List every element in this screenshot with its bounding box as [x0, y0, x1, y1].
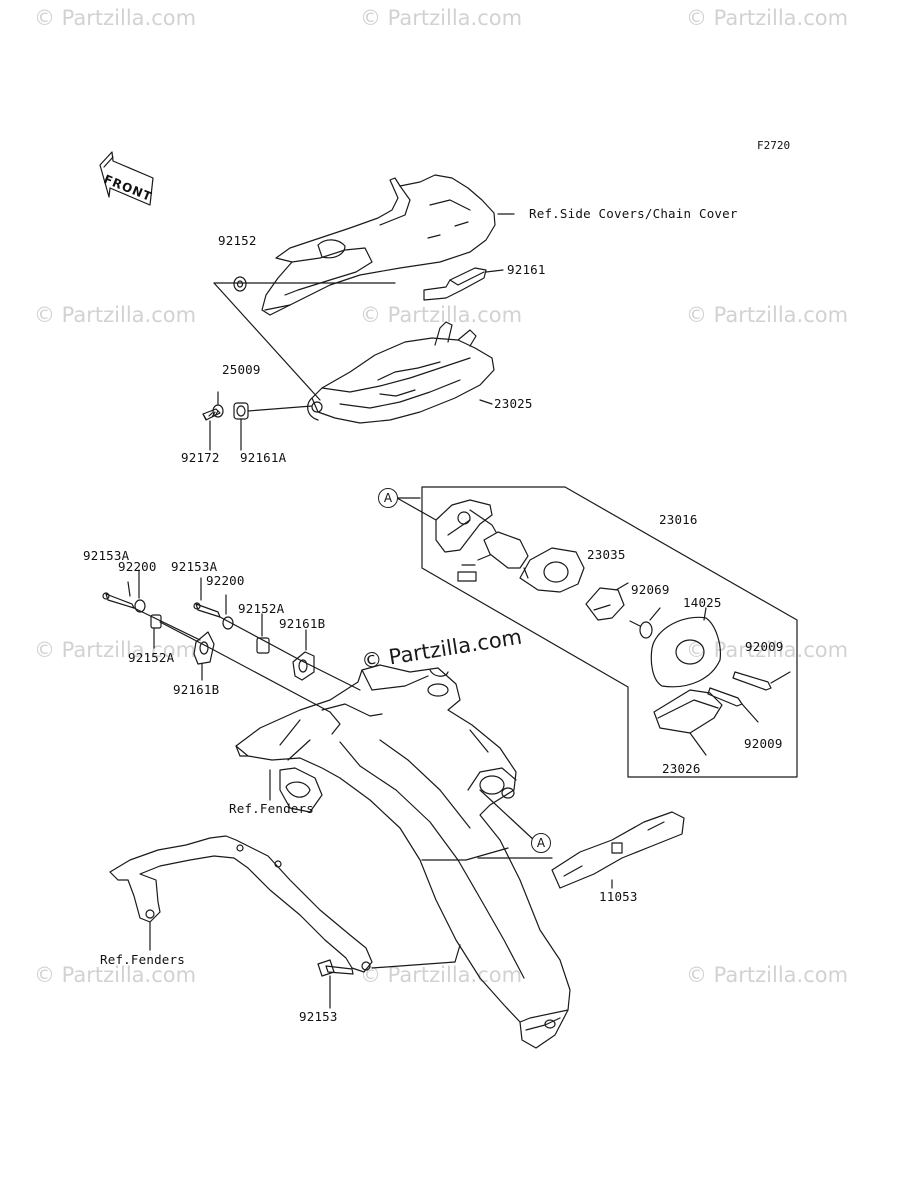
label-92200-1: 92200	[118, 559, 157, 574]
label-23026: 23026	[662, 761, 701, 776]
label-11053: 11053	[599, 889, 638, 904]
lamp-base	[435, 499, 497, 553]
label-92153A-1: 92153A	[83, 548, 130, 563]
rear-fender	[235, 664, 571, 1049]
label-ref-fenders-2: Ref.Fenders	[100, 952, 185, 967]
diagram-code: F2720	[757, 139, 791, 152]
label-ref-side-covers: Ref.Side Covers/Chain Cover	[529, 206, 738, 221]
label-92172: 92172	[181, 450, 220, 465]
label-92161: 92161	[507, 262, 546, 277]
assembly-box	[421, 486, 798, 778]
bracket-92161	[423, 267, 487, 301]
watermark: © Partzilla.com	[360, 6, 523, 30]
screw-92172	[202, 408, 221, 421]
label-23025: 23025	[494, 396, 533, 411]
washer-25009	[212, 404, 224, 418]
label-92161B-1: 92161B	[279, 616, 326, 631]
watermark: © Partzilla.com	[34, 638, 197, 662]
label-92069: 92069	[631, 582, 670, 597]
lens-14025	[650, 607, 721, 688]
screw-92153	[317, 959, 354, 977]
tail-light-housing	[307, 321, 495, 424]
watermark: © Partzilla.com	[686, 638, 849, 662]
washer-92200-1	[134, 599, 146, 613]
callout-a-lower: A	[531, 833, 551, 853]
screw-92009-a	[732, 671, 772, 691]
screw-92153A-2	[193, 602, 221, 618]
label-92152: 92152	[218, 233, 257, 248]
label-92161A: 92161A	[240, 450, 287, 465]
cover-23026	[653, 689, 723, 734]
label-92152A-2: 92152A	[128, 650, 175, 665]
bulb-92069	[629, 620, 653, 639]
watermark: © Partzilla.com	[686, 303, 849, 327]
label-92152A-1: 92152A	[238, 601, 285, 616]
bulb-holder	[519, 547, 585, 593]
fender-stay	[109, 835, 373, 973]
watermark: © Partzilla.com	[34, 303, 197, 327]
callout-a-upper: A	[378, 488, 398, 508]
watermark: © Partzilla.com	[34, 963, 197, 987]
washer-92152	[233, 276, 247, 292]
watermark: © Partzilla.com	[34, 6, 197, 30]
watermark: © Partzilla.com	[686, 6, 849, 30]
label-23016: 23016	[659, 512, 698, 527]
label-ref-fenders-1: Ref.Fenders	[229, 801, 314, 816]
label-92009-2: 92009	[744, 736, 783, 751]
watermark: © Partzilla.com	[360, 303, 523, 327]
watermark: © Partzilla.com	[686, 963, 849, 987]
socket	[457, 531, 529, 582]
label-25009: 25009	[222, 362, 261, 377]
grommet-92161B-1	[193, 631, 215, 665]
seat-cowl	[261, 174, 496, 316]
label-14025: 14025	[683, 595, 722, 610]
collar-92152A-2	[256, 637, 270, 654]
label-92153: 92153	[299, 1009, 338, 1024]
label-92161B-2: 92161B	[173, 682, 220, 697]
washer-92200-2	[222, 616, 234, 630]
grommet-92161B-2	[292, 651, 315, 681]
label-23035: 23035	[587, 547, 626, 562]
grommet-92161A	[233, 402, 249, 420]
front-arrow-icon	[99, 151, 154, 206]
plate-holder-11053	[551, 811, 685, 889]
label-92009-1: 92009	[745, 639, 784, 654]
label-92200-2: 92200	[206, 573, 245, 588]
label-92153A-2: 92153A	[171, 559, 218, 574]
lamp-socket-23035	[585, 587, 625, 621]
screw-92009-b	[707, 687, 743, 707]
